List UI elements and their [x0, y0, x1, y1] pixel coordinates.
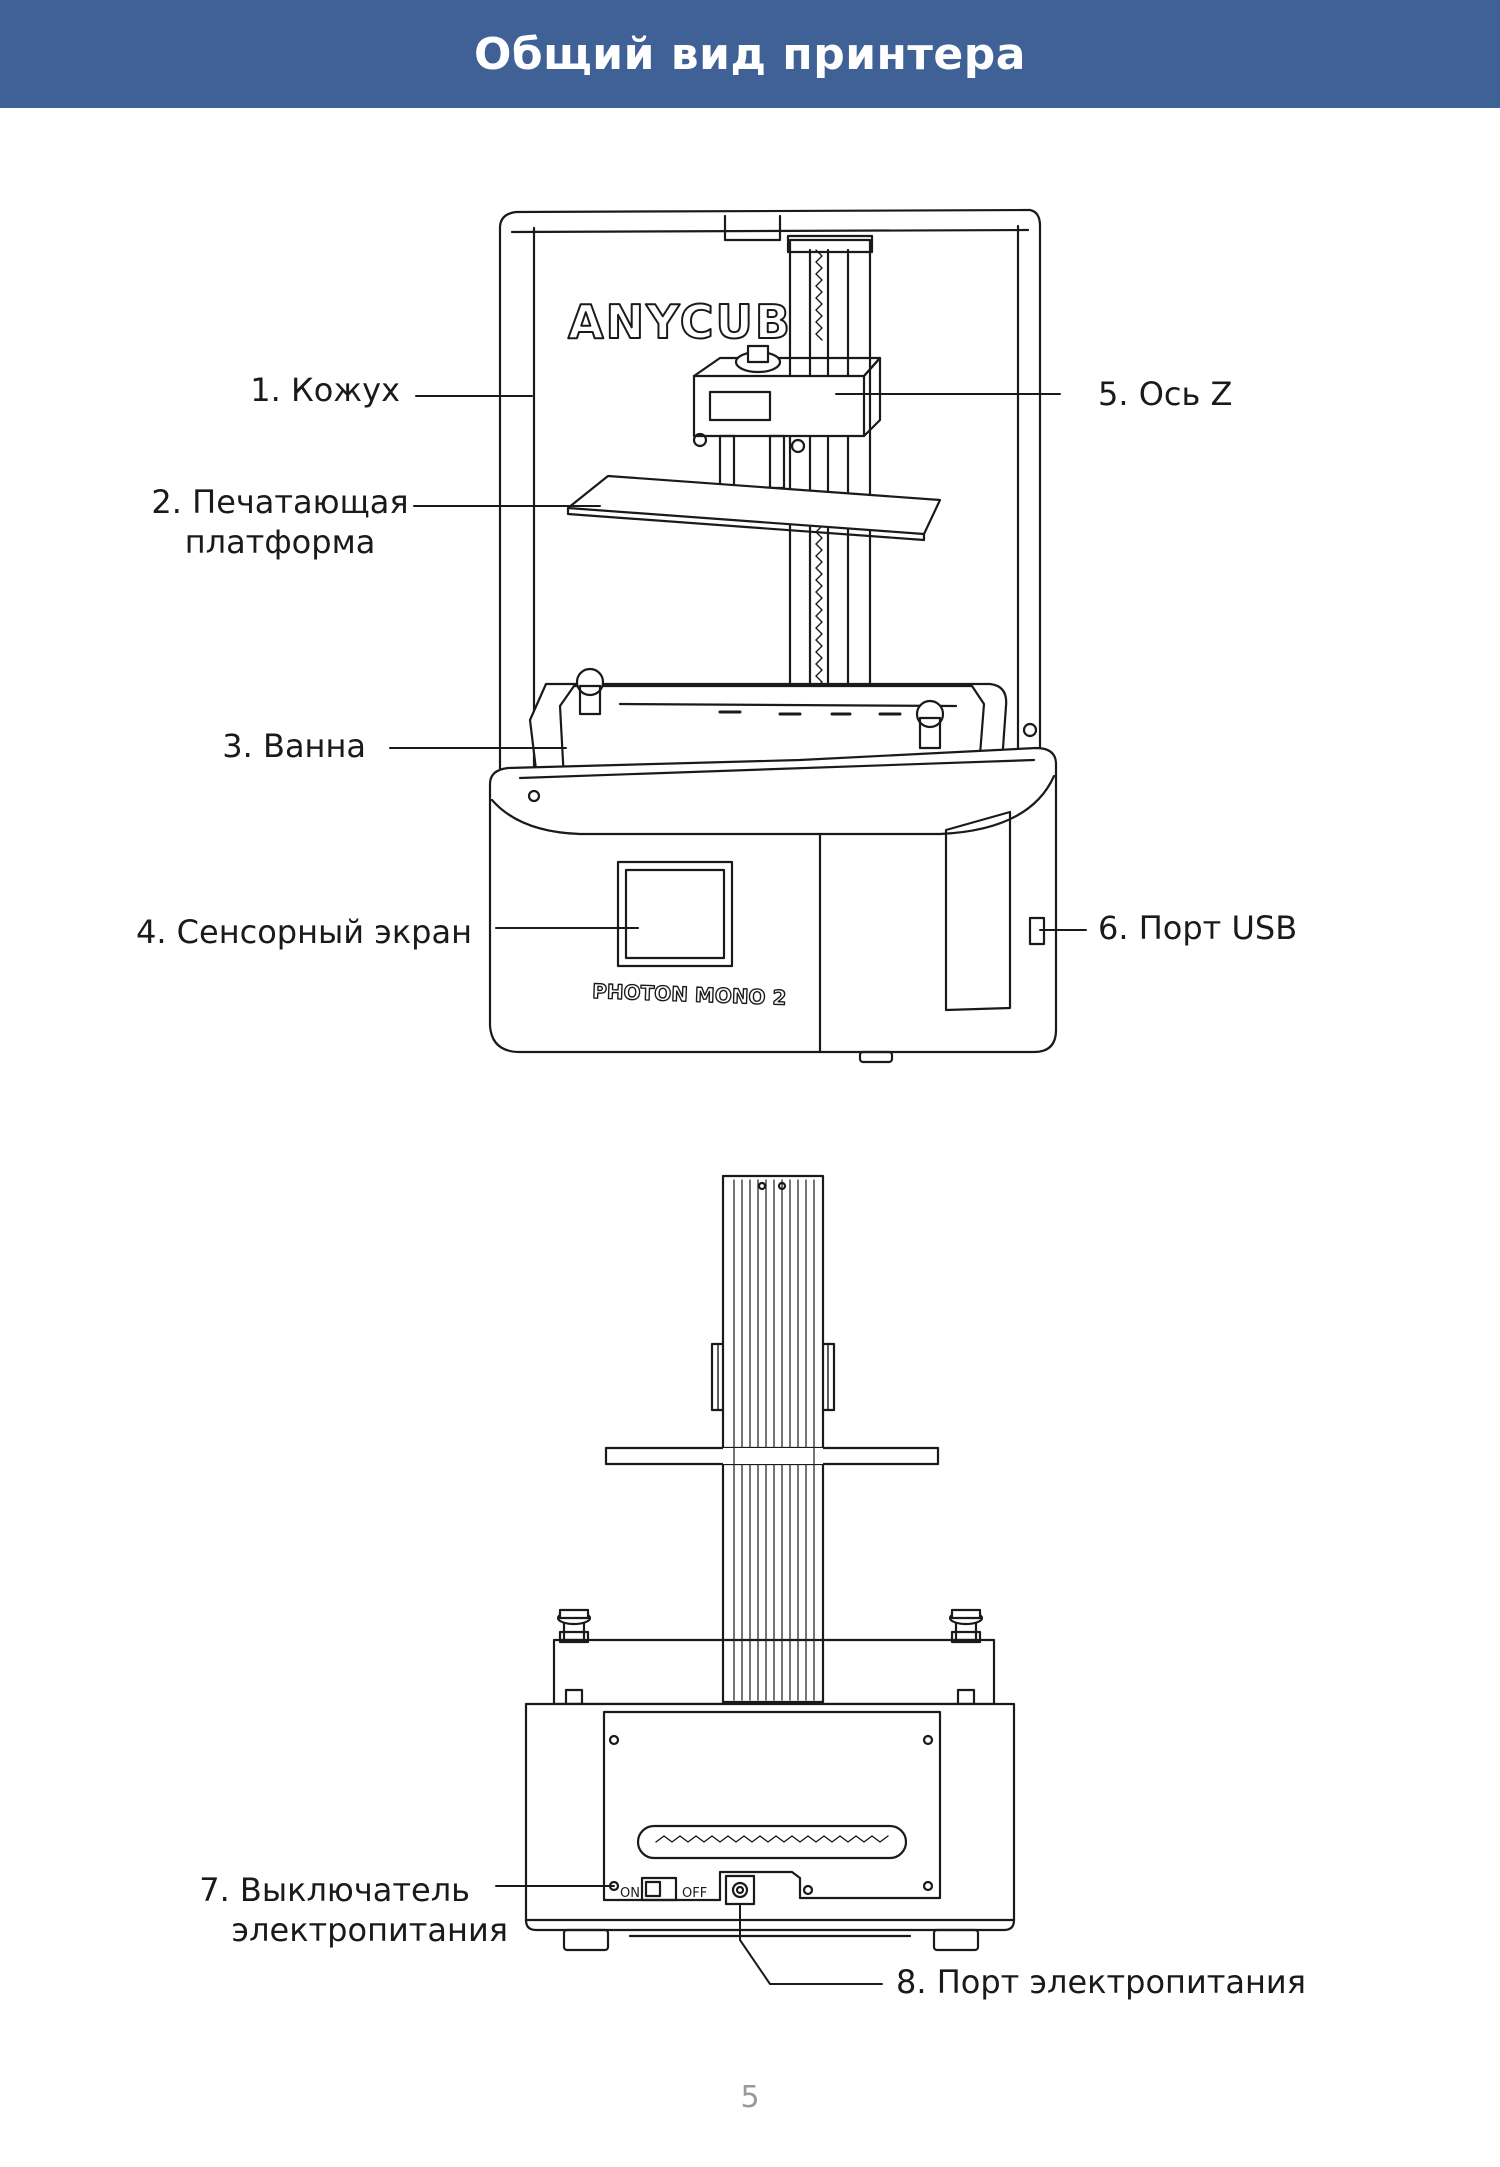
base-drawing: PHOTON MONO 2 [488, 722, 1058, 1064]
label-power-switch-line2: электропитания [231, 1911, 509, 1949]
label-platform-line2: платформа [184, 523, 376, 561]
page-number: 5 [740, 2080, 760, 2115]
label-touchscreen: 4. Сенсорный экран [135, 913, 472, 951]
label-cover: 1. Кожух [250, 371, 400, 409]
label-power-switch-line1: 7. Выключатель [199, 1871, 470, 1909]
label-z-axis: 5. Ось Z [1098, 375, 1233, 413]
label-platform-line1: 2. Печатающая [151, 483, 409, 521]
label-power-port: 8. Порт электропитания [896, 1963, 1306, 2001]
callout-lines [389, 393, 1087, 1985]
rear-plate-drawing [604, 1446, 940, 1466]
switch-off-label: OFF [682, 1886, 707, 1901]
label-vat: 3. Ванна [222, 727, 366, 765]
rear-column-drawing [710, 1174, 836, 1704]
page-header: Общий вид принтера [0, 0, 1500, 108]
page-title: Общий вид принтера [474, 28, 1026, 80]
platform-drawing [566, 344, 942, 542]
rear-base-drawing: ON OFF [524, 1608, 1016, 1952]
label-usb-port: 6. Порт USB [1098, 909, 1298, 947]
switch-on-label: ON [620, 1886, 640, 1901]
